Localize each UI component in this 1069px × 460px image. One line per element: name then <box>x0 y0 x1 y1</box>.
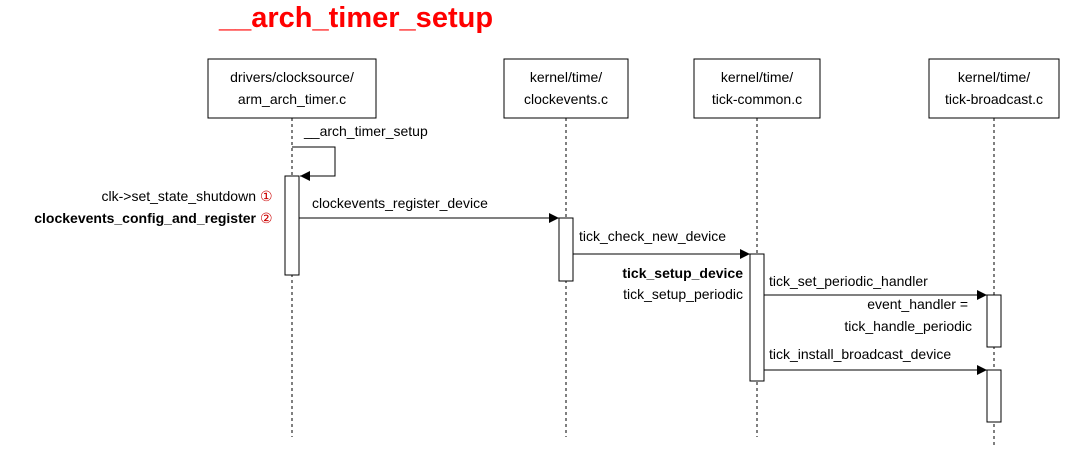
activation-bar-tick-common <box>749 253 765 382</box>
note-config-and-register: clockevents_config_and_register <box>34 210 256 226</box>
participant-label-line2: arm_arch_timer.c <box>238 91 346 107</box>
activation-bar-tick-broadcast-1 <box>986 294 1002 348</box>
note-tick-setup-device: tick_setup_device <box>622 265 743 281</box>
participant-label-line2: tick-common.c <box>712 91 802 107</box>
message-label-register-device: clockevents_register_device <box>312 195 488 211</box>
participant-label-line1: kernel/time/ <box>721 69 793 85</box>
message-label-self-call: __arch_timer_setup <box>303 123 428 139</box>
marker-2: ② <box>260 210 273 226</box>
note-event-handler: event_handler = <box>867 296 968 312</box>
participant-label-line1: kernel/time/ <box>530 69 602 85</box>
diagram-title: __arch_timer_setup <box>219 2 494 34</box>
participant-label-line2: clockevents.c <box>524 91 608 107</box>
participant-clockevents: kernel/time/ clockevents.c <box>503 58 629 119</box>
self-call-arrow <box>292 146 336 181</box>
note-tick-handle-periodic: tick_handle_periodic <box>844 318 972 334</box>
participant-label-line2: tick-broadcast.c <box>945 91 1043 107</box>
activation-bar-arm-arch-timer <box>284 175 300 276</box>
marker-1: ① <box>260 188 273 204</box>
participant-label-line1: drivers/clocksource/ <box>230 69 354 85</box>
activation-bar-clockevents <box>558 217 574 282</box>
participant-arm-arch-timer: drivers/clocksource/ arm_arch_timer.c <box>207 58 377 119</box>
participant-tick-broadcast: kernel/time/ tick-broadcast.c <box>928 58 1060 119</box>
participant-tick-common: kernel/time/ tick-common.c <box>693 58 821 119</box>
note-set-state-shutdown: clk->set_state_shutdown <box>102 188 256 204</box>
participant-label-line1: kernel/time/ <box>958 69 1030 85</box>
message-label-check-new-device: tick_check_new_device <box>579 228 726 244</box>
message-label-install-broadcast-device: tick_install_broadcast_device <box>769 346 951 362</box>
activation-bar-tick-broadcast-2 <box>986 369 1002 423</box>
message-label-set-periodic-handler: tick_set_periodic_handler <box>769 273 928 289</box>
note-tick-setup-periodic: tick_setup_periodic <box>623 286 743 302</box>
